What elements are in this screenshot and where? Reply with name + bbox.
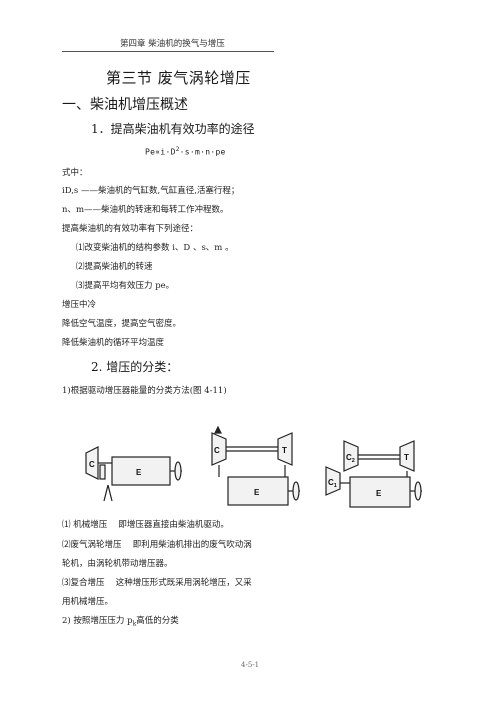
label-turbine: T [282,446,287,455]
turbine-shape [277,432,293,466]
intercool-label: 增压中冷 [62,300,97,310]
pressure-classification: 2) 按照增压压力 pk高低的分类 [62,614,179,628]
gear-shape [99,464,106,480]
compound-item-cont: 用机械增压。 [62,597,114,607]
engine-block [111,456,171,486]
exhaust-item-cont: 轮机，由涡轮机带动增压器。 [62,559,173,569]
c2-subscript: 2 [352,458,355,464]
compressor-2-shape [343,440,359,472]
diagram-compound [325,440,422,508]
formula-exponent: 2 [175,146,180,153]
way-item: ⑴改变柴油机的结构参数 i、D 、s、m 。 [76,243,234,253]
ways-intro: 提高柴油机的有效功率有下列途径： [62,224,199,234]
flywheel-shape [292,481,300,501]
label-compressor-2: C2 [346,453,355,464]
flywheel-shape [414,481,422,501]
turbocharging-figure: C E C T E C2 T C1 E [85,425,422,508]
heading-overview: 一、柴油机增压概述 [62,97,188,113]
label-engine: E [376,489,382,498]
diagram-mechanical [85,446,182,502]
intercool-line: 降低柴油机的循环平均温度 [62,338,165,348]
pressure-subscript: k [132,620,137,628]
label-engine: E [254,488,260,497]
page-number: 4-5-1 [241,661,260,669]
engine-block [227,476,289,506]
definition-line: iD,s ——柴油机的气缸数,气缸直径,活塞行程； [62,186,240,196]
heading-classification: 2. 增压的分类： [91,360,179,374]
classification-intro: 1)根据驱动增压器能量的分类方法(图 4-11) [62,386,227,396]
compressor-shape [85,446,99,480]
exhaust-item: ⑵废气涡轮增压 即利用柴油机排出的废气吹动涡 [62,540,252,550]
compressor-shape [211,432,227,466]
flywheel-shape [174,461,182,481]
header-rule [62,51,274,52]
label-compressor: C [214,446,220,455]
diagram-exhaust-turbo [211,425,300,506]
compound-item: ⑶复合增压 这种增压形式既采用涡轮增压，又采 [62,578,252,588]
label-turbine: T [404,453,409,462]
c1-subscript: 1 [334,483,337,489]
formula-main: Pe∝i·D [145,147,176,157]
compressor-1-shape [325,466,341,496]
definition-line: n、m——柴油机的转速和每转工作冲程数。 [62,205,229,215]
way-item: ⑶提高平均有效压力 pe。 [76,281,175,291]
way-item: ⑵提高柴油机的转速 [76,262,153,272]
heading-power-ways: 1．提高柴油机有效功率的途径 [91,122,255,136]
label-compressor-1: C1 [328,478,337,489]
power-formula: Pe∝i·D2·s·m·n·pe [145,146,226,157]
where-label: 式中： [62,168,88,178]
label-compressor: C [89,460,95,469]
label-engine: E [136,468,142,477]
engine-block [349,476,411,508]
formula-rest: ·s·m·n·pe [179,147,226,157]
intercool-line: 降低空气温度，提高空气密度。 [62,319,182,329]
pressure-class-rest: 高低的分类 [136,616,179,626]
page-header: 第四章 柴油机的换气与增压 [120,39,225,49]
mechanical-item: ⑴ 机械增压 即增压器直接由柴油机驱动。 [62,520,229,530]
c2-letter: C [346,453,352,462]
section-title: 第三节 废气涡轮增压 [106,69,251,87]
c1-letter: C [328,478,334,487]
pressure-class-text: 2) 按照增压压力 p [62,616,133,626]
